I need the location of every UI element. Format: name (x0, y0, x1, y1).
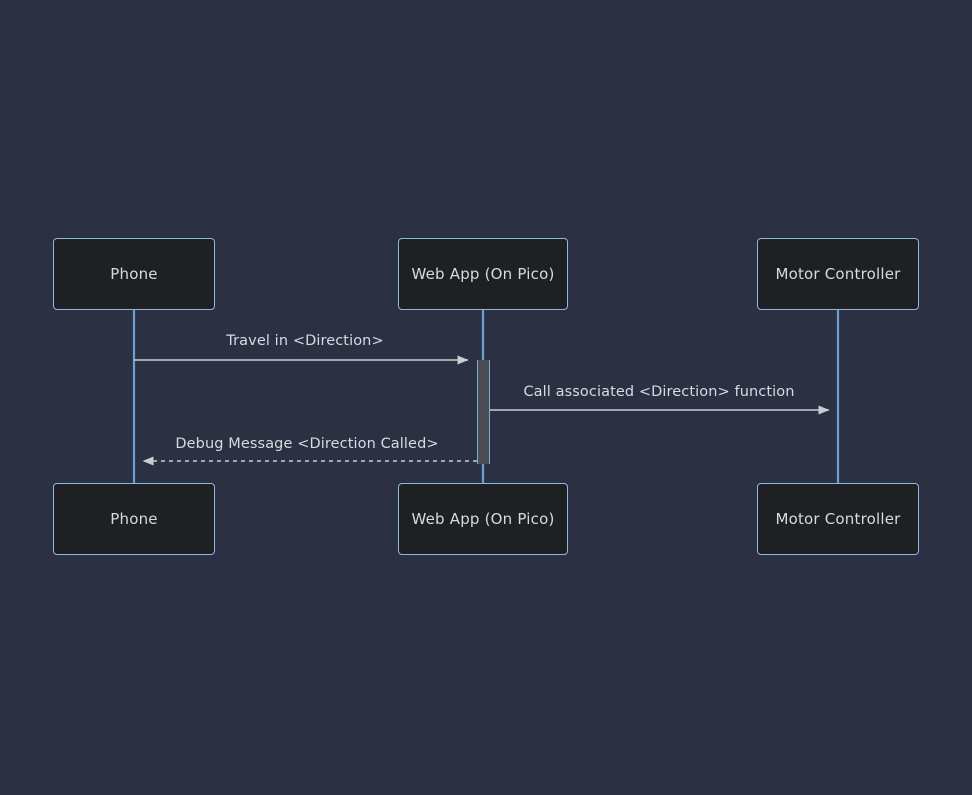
participant-box-webapp-top[interactable]: Web App (On Pico) (398, 238, 568, 310)
participant-box-motor-controller-bottom[interactable]: Motor Controller (757, 483, 919, 555)
activation-bar-webapp (477, 360, 490, 464)
participant-label-phone-bottom: Phone (110, 510, 158, 528)
message-label-debug: Debug Message <Direction Called> (175, 436, 439, 452)
participant-label-webapp-bottom: Web App (On Pico) (411, 510, 555, 528)
participant-label-webapp-top: Web App (On Pico) (411, 265, 555, 283)
participant-box-webapp-bottom[interactable]: Web App (On Pico) (398, 483, 568, 555)
participant-box-motor-controller-top[interactable]: Motor Controller (757, 238, 919, 310)
participant-box-phone-top[interactable]: Phone (53, 238, 215, 310)
message-arrow-group (134, 355, 830, 466)
message-label-travel: Travel in <Direction> (226, 333, 384, 349)
participant-label-motor-controller-top: Motor Controller (775, 265, 901, 283)
participant-label-motor-controller-bottom: Motor Controller (775, 510, 901, 528)
participant-box-phone-bottom[interactable]: Phone (53, 483, 215, 555)
participant-label-phone-top: Phone (110, 265, 158, 283)
message-label-call-function: Call associated <Direction> function (523, 384, 795, 400)
